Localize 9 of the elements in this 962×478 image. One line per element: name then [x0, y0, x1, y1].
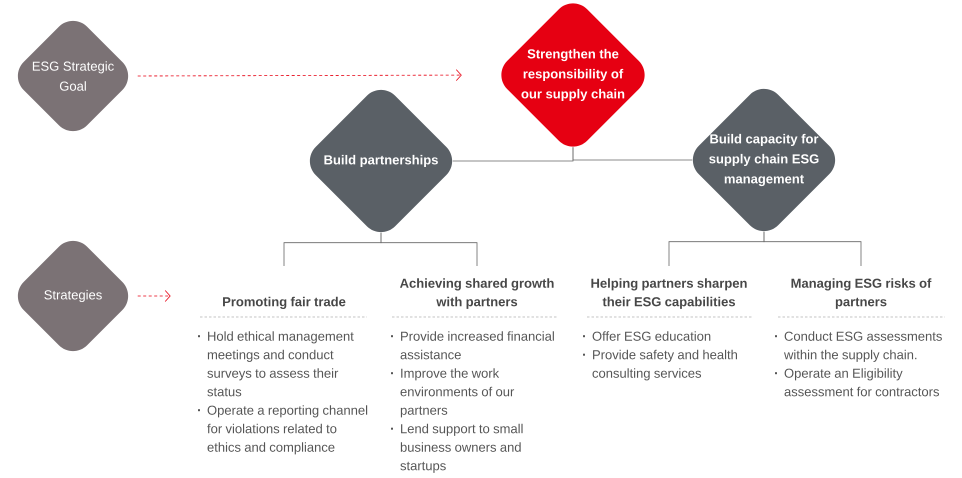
strategy-column: Managing ESG risks of partners Conduct ESG assessments within the supply chain. Operate an Eligibility assessment for contractors — [775, 278, 942, 396]
strategy-column: Promoting fair trade Hold ethical management meetings and conduct surveys to assess their status Operate a reporting channel for violations related to ethics and compliance — [198, 296, 368, 454]
connector-line — [380, 232, 478, 266]
connector-line — [764, 231, 862, 266]
strategy-column: Achieving shared growth with partners Provide increased financial assistance Improve the work environments of our partners Lend support to small business owners and startups — [391, 278, 554, 473]
arrow — [137, 290, 171, 302]
arrow — [137, 69, 462, 81]
strategy-column: Helping partners sharpen their ESG capabilities Offer ESG education Provide safety and health consulting services — [583, 278, 747, 380]
connector-line — [572, 146, 693, 160]
